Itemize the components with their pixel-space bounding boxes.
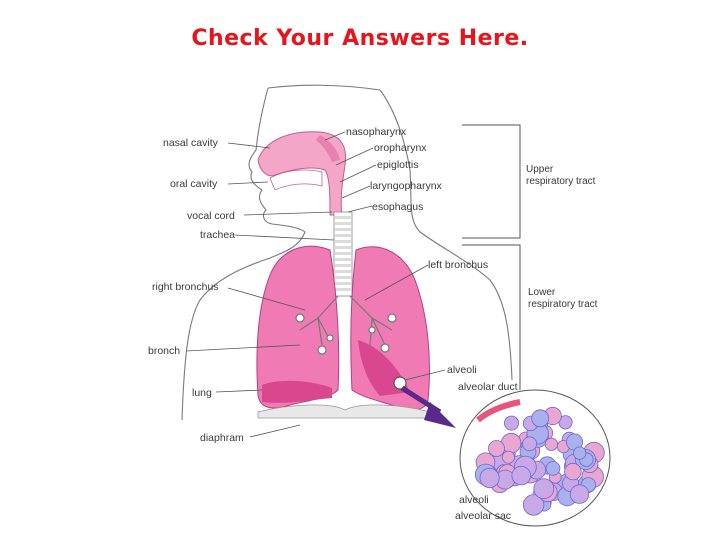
trachea-ring bbox=[335, 270, 351, 273]
label-alveolar-sac: alveolar sac bbox=[455, 510, 511, 522]
label-lower-tract-2: respiratory tract bbox=[528, 299, 598, 310]
alveolus bbox=[522, 436, 537, 452]
upper-airway bbox=[257, 131, 347, 216]
alveolus bbox=[545, 461, 561, 476]
label-epiglottis: epiglottis bbox=[377, 159, 418, 171]
label-laryngopharynx: laryngopharynx bbox=[370, 180, 443, 192]
label-lower-tract-1: Lower bbox=[528, 287, 556, 298]
trachea-tube bbox=[333, 211, 353, 297]
alveolus bbox=[501, 450, 515, 464]
label-nasal-cavity: nasal cavity bbox=[163, 137, 219, 149]
label-oropharynx: oropharynx bbox=[374, 142, 427, 154]
trachea-ring bbox=[335, 252, 351, 255]
trachea-ring bbox=[335, 282, 351, 285]
trachea-ring bbox=[335, 288, 351, 291]
leader-lines bbox=[185, 131, 446, 438]
label-bronch: bronch bbox=[148, 345, 180, 357]
trachea-ring bbox=[335, 246, 351, 249]
body-outline bbox=[181, 84, 513, 421]
alveolus bbox=[511, 465, 531, 486]
alveolus bbox=[569, 484, 590, 504]
label-vocal-cord: vocal cord bbox=[187, 210, 235, 222]
label-upper-tract-1: Upper bbox=[526, 164, 554, 175]
label-nasopharynx: nasopharynx bbox=[346, 126, 407, 138]
trachea-ring bbox=[335, 258, 351, 261]
alveolus bbox=[522, 494, 545, 516]
alveoli-inset bbox=[459, 389, 611, 527]
label-esophagus: esophagus bbox=[372, 201, 423, 213]
alveolus bbox=[533, 478, 555, 500]
alveolus bbox=[544, 437, 559, 451]
alveolus bbox=[564, 462, 582, 481]
label-lung: lung bbox=[192, 387, 212, 399]
label-trachea: trachea bbox=[200, 229, 235, 241]
label-oral-cavity: oral cavity bbox=[170, 178, 218, 190]
trachea-ring bbox=[335, 234, 351, 237]
right-lung bbox=[256, 245, 340, 409]
trachea-ring bbox=[335, 228, 351, 231]
trachea-ring bbox=[335, 216, 351, 219]
label-diaphram: diaphram bbox=[200, 432, 244, 444]
alveolus bbox=[573, 446, 587, 460]
label-alveolar-duct: alveolar duct bbox=[458, 381, 518, 393]
alveolus bbox=[531, 409, 550, 428]
zoom-arrow bbox=[400, 385, 456, 428]
label-upper-tract-2: respiratory tract bbox=[526, 176, 596, 187]
page-title: Check Your Answers Here. bbox=[191, 26, 529, 51]
label-alveoli: alveoli bbox=[447, 364, 477, 376]
trachea-ring bbox=[335, 222, 351, 225]
alveolus bbox=[488, 440, 505, 457]
label-alveoli-inset: alveoli bbox=[459, 494, 489, 506]
tract-brackets bbox=[462, 124, 521, 390]
bronchial-tree bbox=[295, 295, 407, 390]
label-right-bronchus: right bronchus bbox=[152, 281, 219, 293]
label-left-bronchus: left bronchus bbox=[428, 259, 488, 271]
trachea-ring bbox=[335, 240, 351, 243]
trachea-ring bbox=[335, 264, 351, 267]
alveolus bbox=[479, 467, 500, 488]
trachea-ring bbox=[335, 276, 351, 279]
alveolus bbox=[503, 415, 519, 431]
